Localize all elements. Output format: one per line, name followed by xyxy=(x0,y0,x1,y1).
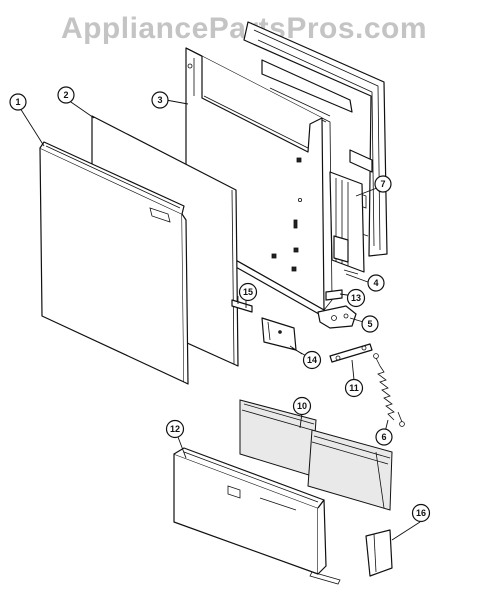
leader-lines xyxy=(19,99,421,541)
part-4-latch-strip xyxy=(329,171,365,275)
svg-text:11: 11 xyxy=(349,383,359,393)
svg-text:7: 7 xyxy=(380,179,385,189)
callout-7: 7 xyxy=(374,175,392,193)
callout-2: 2 xyxy=(57,86,75,104)
part-10-insulation xyxy=(239,399,393,511)
callout-11: 11 xyxy=(344,378,364,398)
svg-text:14: 14 xyxy=(307,355,317,365)
svg-text:5: 5 xyxy=(367,319,372,329)
callout-14: 14 xyxy=(302,350,322,370)
callout-16: 16 xyxy=(411,503,431,523)
callout-10: 10 xyxy=(292,396,312,416)
part-11-link xyxy=(329,343,373,363)
svg-text:15: 15 xyxy=(243,287,253,297)
svg-text:4: 4 xyxy=(373,278,378,288)
part-16-end-cap xyxy=(365,529,393,577)
callout-12: 12 xyxy=(165,419,185,439)
callout-3: 3 xyxy=(151,91,169,109)
svg-text:1: 1 xyxy=(15,97,20,107)
part-14-bracket xyxy=(261,317,303,355)
part-15-clip xyxy=(231,296,253,313)
svg-text:13: 13 xyxy=(351,293,361,303)
svg-text:3: 3 xyxy=(157,95,162,105)
callout-5: 5 xyxy=(361,315,379,333)
callout-13: 13 xyxy=(346,288,366,308)
part-12-control-panel xyxy=(173,447,341,585)
callout-15: 15 xyxy=(238,282,258,302)
part-6-door-spring xyxy=(373,353,405,427)
callout-6: 6 xyxy=(375,428,393,446)
svg-text:16: 16 xyxy=(416,508,426,518)
svg-text:6: 6 xyxy=(381,432,386,442)
svg-text:2: 2 xyxy=(63,90,68,100)
part-5-hinge xyxy=(317,289,357,329)
svg-text:12: 12 xyxy=(170,424,180,434)
callout-1: 1 xyxy=(9,93,27,111)
part-1-outer-door-panel xyxy=(39,141,189,385)
svg-text:10: 10 xyxy=(297,401,307,411)
callout-4: 4 xyxy=(367,274,385,292)
